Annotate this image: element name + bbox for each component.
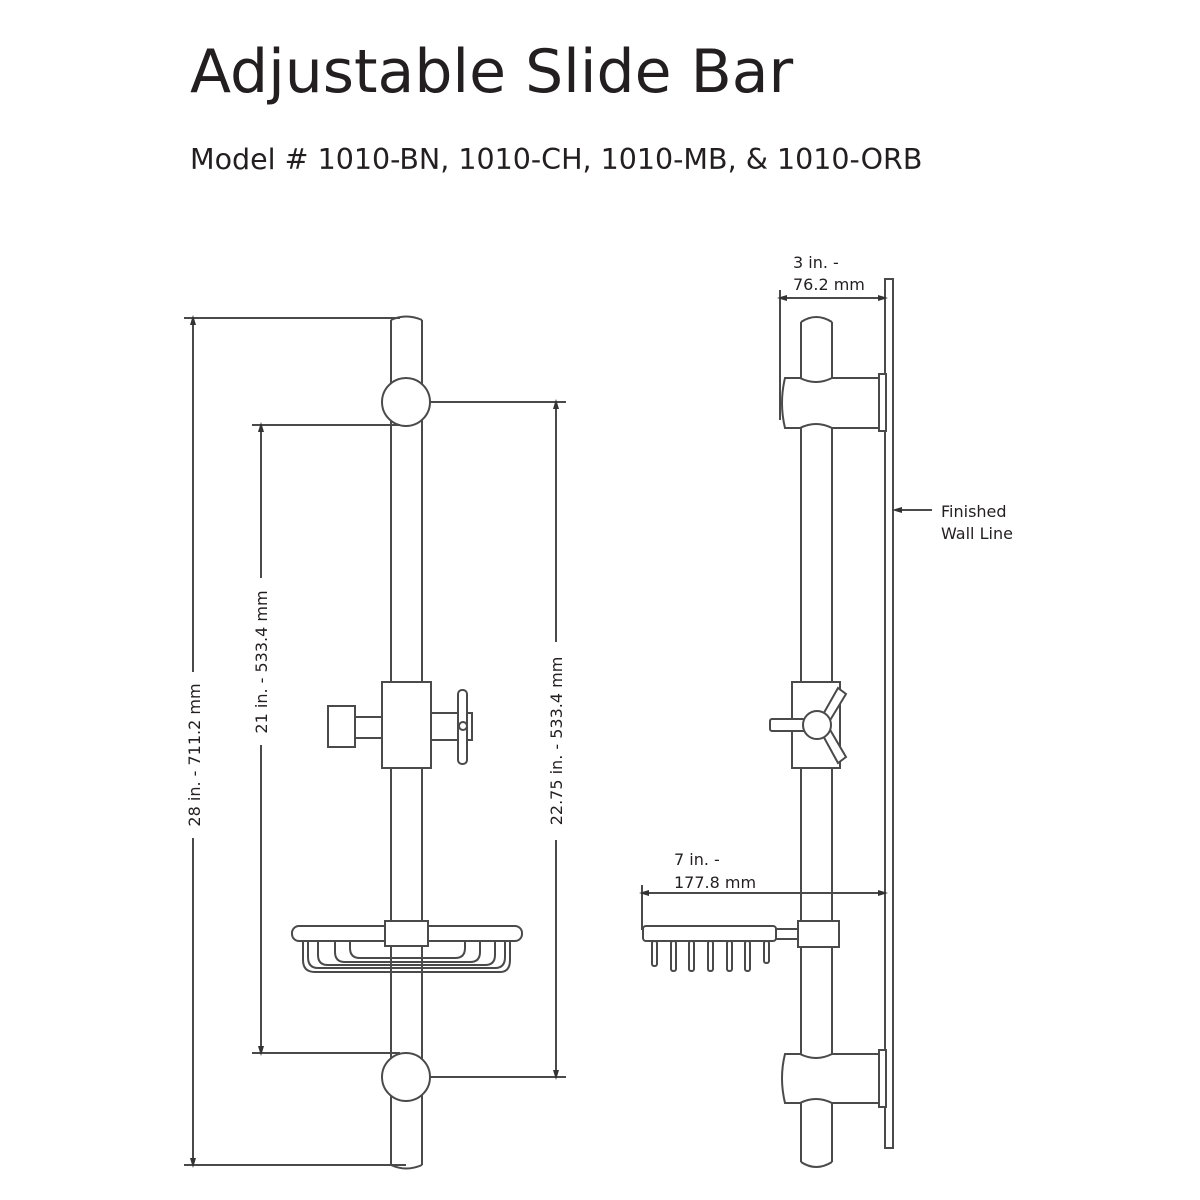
dimension-shelf-depth: 7 in. - 177.8 mm: [639, 850, 888, 930]
side-view: 3 in. - 76.2 mm 7 in. - 177.8 mm Finishe…: [639, 253, 1013, 1168]
dimension-label: 76.2 mm: [793, 275, 865, 294]
soap-shelf-side: [642, 920, 840, 972]
bottom-mount-bracket: [381, 1052, 431, 1102]
dimension-label: 3 in. -: [793, 253, 839, 272]
dimension-projection: 3 in. - 76.2 mm: [777, 253, 888, 420]
finished-wall: [884, 278, 894, 1149]
wall-line-callout: Finished Wall Line: [892, 502, 1013, 543]
dimension-label: 177.8 mm: [674, 873, 756, 892]
top-mount-bracket: [381, 377, 431, 427]
wall-line-label: Wall Line: [941, 524, 1013, 543]
dimension-label: 28 in. - 711.2 mm: [185, 683, 204, 826]
dimension-label: 21 in. - 533.4 mm: [252, 590, 271, 733]
front-view: 28 in. - 711.2 mm 21 in. - 533.4 mm 22.7…: [184, 315, 566, 1170]
bottom-bracket-side: [781, 1049, 887, 1108]
basket-tines: [651, 940, 770, 972]
handshower-holder: [327, 681, 473, 769]
dimension-bracket-spacing: 22.75 in. - 533.4 mm: [430, 399, 566, 1080]
dimension-inner-height: 21 in. - 533.4 mm: [252, 422, 400, 1056]
dimension-label: 22.75 in. - 533.4 mm: [547, 657, 566, 826]
dimension-label: 7 in. -: [674, 850, 720, 869]
page-title: Adjustable Slide Bar: [190, 37, 794, 107]
handshower-holder-side: [769, 681, 848, 769]
dimension-overall-height: 28 in. - 711.2 mm: [184, 315, 406, 1168]
model-numbers: Model # 1010-BN, 1010-CH, 1010-MB, & 101…: [190, 143, 923, 176]
wall-line-label: Finished: [941, 502, 1007, 521]
top-bracket-side: [781, 373, 887, 432]
soap-basket: [291, 920, 523, 973]
